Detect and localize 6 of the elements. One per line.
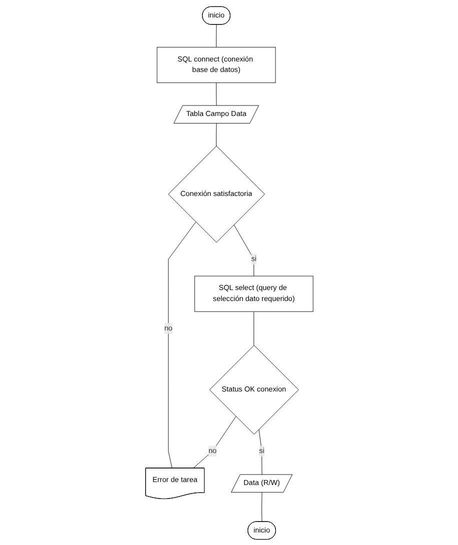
connector [261,492,262,522]
connector [233,224,254,276]
connector [258,428,262,474]
connector [168,221,196,468]
connector [253,310,254,346]
connector [192,416,236,468]
